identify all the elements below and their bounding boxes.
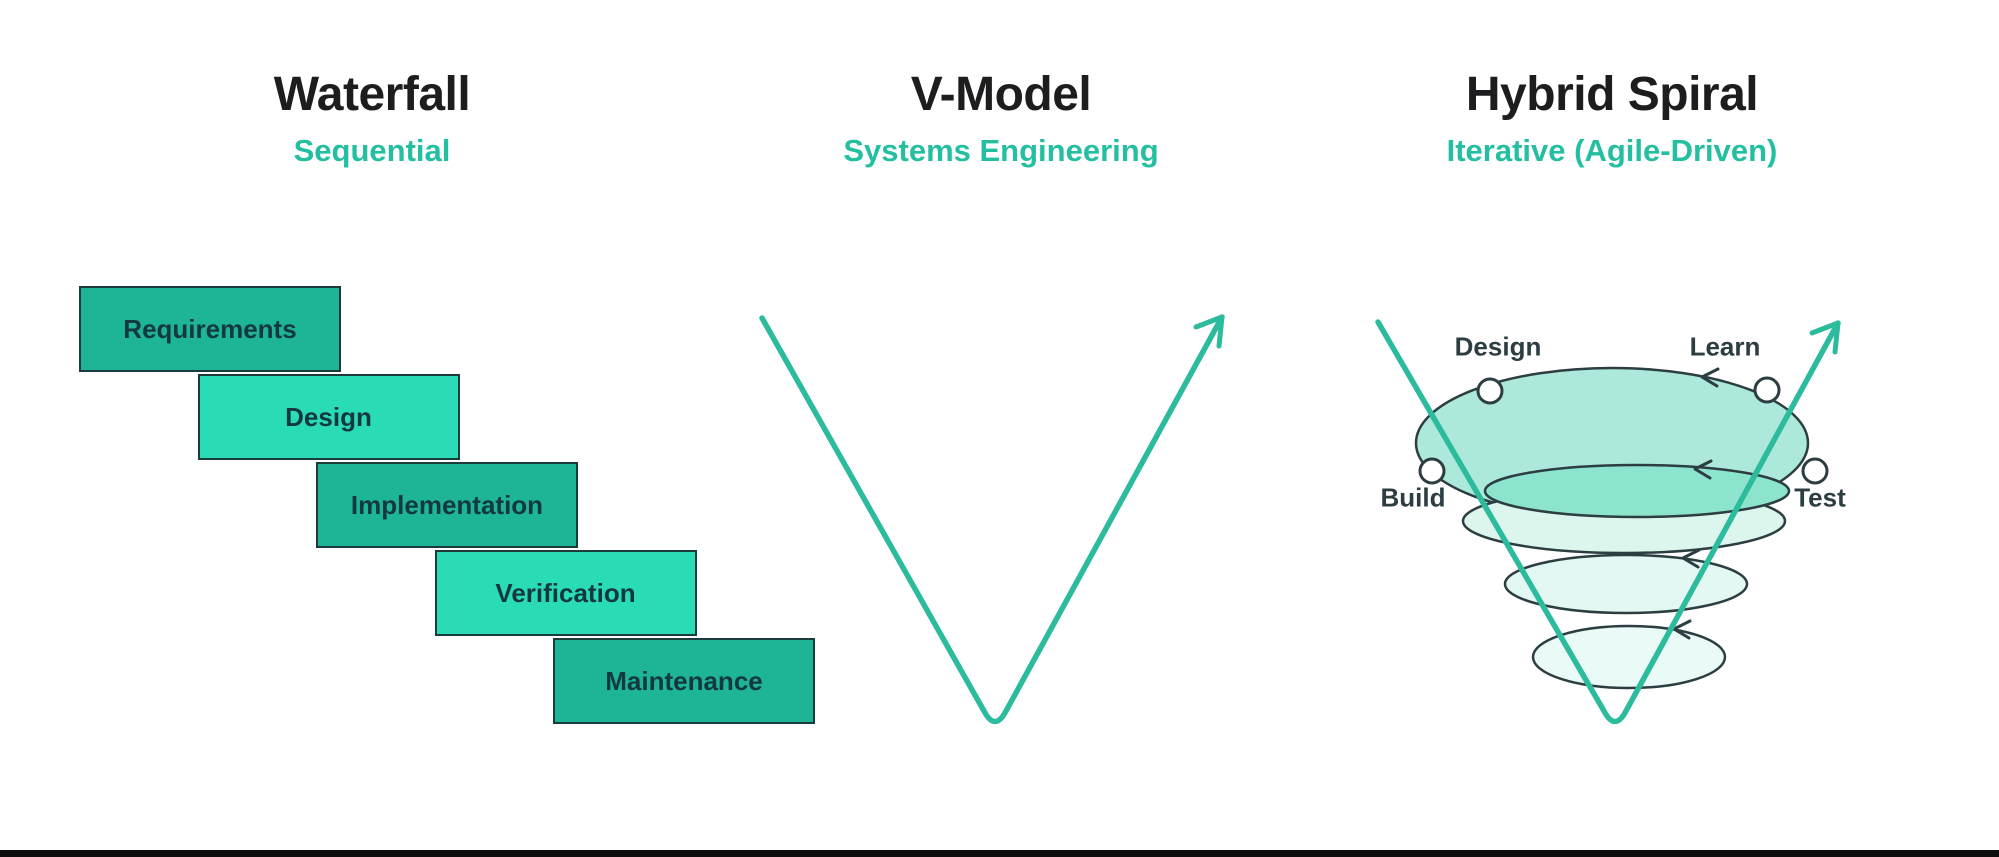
spiral-ring-lens — [1483, 463, 1791, 519]
rotation-arrow-icon-2 — [1693, 459, 1713, 480]
spiral-arrow — [1375, 319, 1841, 725]
spiral-arrowhead-icon — [1809, 320, 1841, 355]
rotation-arrow-icon-4 — [1672, 619, 1692, 640]
design-node — [1476, 377, 1504, 405]
spiral-v-line — [1375, 319, 1841, 725]
v-model-line — [759, 314, 1225, 725]
waterfall-subtitle: Sequential — [293, 133, 451, 169]
learn-node — [1753, 376, 1781, 404]
v-model-title: V-Model — [910, 68, 1092, 121]
waterfall-step-maintenance: Maintenance — [553, 638, 815, 724]
waterfall-step-implementation: Implementation — [316, 462, 578, 548]
waterfall-step-requirements: Requirements — [79, 286, 341, 372]
waterfall-step-verification: Verification — [434, 550, 697, 636]
rotation-arrow-icon-1 — [1700, 367, 1720, 388]
v-model-header: V-Model Systems Engineering — [843, 68, 1159, 169]
hybrid-spiral-title: Hybrid Spiral — [1465, 68, 1759, 121]
hybrid-spiral-header: Hybrid Spiral Iterative (Agile-Driven) — [1446, 68, 1778, 169]
v-model-subtitle: Systems Engineering — [843, 133, 1159, 169]
v-model-arrow — [759, 314, 1225, 725]
spiral-phase-nodes — [1418, 376, 1829, 485]
v-model-arrowhead-icon — [1193, 314, 1225, 349]
spiral-label-learn: Learn — [1689, 331, 1761, 362]
spiral-label-design: Design — [1454, 331, 1542, 362]
rotation-arrow-icon-3 — [1681, 548, 1701, 569]
spiral-label-test: Test — [1794, 482, 1846, 513]
waterfall-step-design: Design — [197, 374, 460, 460]
bottom-border-bar — [0, 850, 1999, 857]
waterfall-title: Waterfall — [273, 68, 471, 121]
spiral-label-build: Build — [1380, 482, 1446, 513]
hybrid-spiral-subtitle: Iterative (Agile-Driven) — [1446, 133, 1778, 169]
waterfall-header: Waterfall Sequential — [273, 68, 471, 169]
spiral-funnel — [1414, 366, 1810, 690]
test-node — [1801, 457, 1829, 485]
build-node — [1418, 457, 1446, 485]
